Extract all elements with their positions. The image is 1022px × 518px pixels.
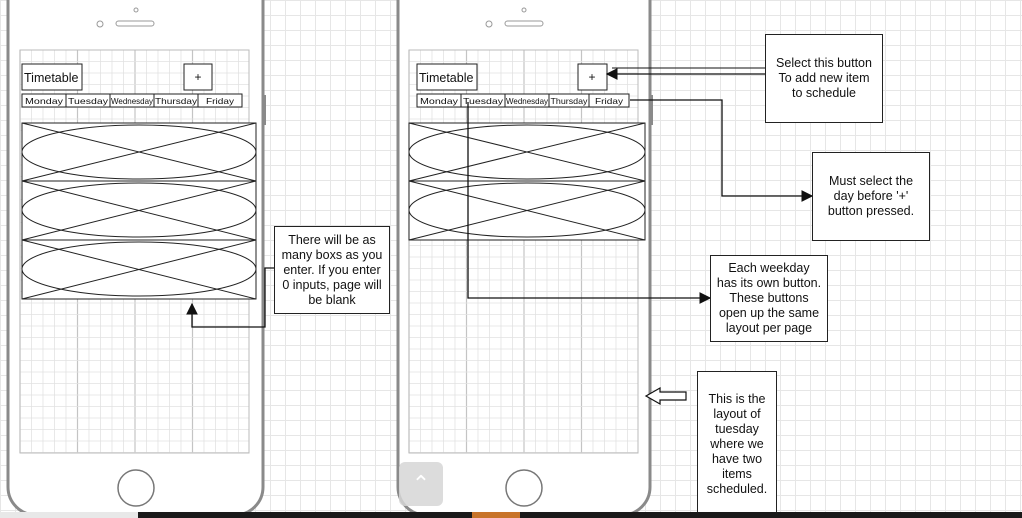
phone-1-schedule-item-2[interactable] (21, 180, 257, 241)
phone-1-camera (96, 20, 104, 28)
phone-2-side-button (649, 95, 653, 125)
connector-day-tabs (630, 99, 814, 202)
note-line: be blank (308, 292, 356, 307)
note-line: 0 inputs, page will (282, 277, 382, 292)
phone-2-screen-grid (408, 49, 638, 453)
note-select-day: Must select the day before '+' button pr… (812, 152, 930, 241)
scroll-up-button[interactable]: ⌃ (399, 462, 443, 506)
phone-1-add-button[interactable] (183, 63, 213, 91)
phone-1: Timetable + Monday Tuesday Wednesday Thu… (6, 0, 266, 517)
note-line: enter. If you enter (283, 262, 381, 277)
phone-2-tab-friday[interactable] (588, 93, 630, 108)
note-line: to schedule (792, 86, 856, 100)
phone-1-schedule-item-3[interactable] (21, 239, 257, 300)
connector-tuesday-tab (467, 102, 712, 304)
taskbar (0, 512, 1022, 518)
taskbar-segment (472, 512, 520, 518)
note-line: Each weekday (728, 261, 810, 275)
phone-1-tab-label: Friday (206, 96, 235, 106)
chevron-up-icon: ⌃ (411, 471, 431, 497)
phone-2-tab-label: Tuesday (463, 96, 504, 106)
phone-1-schedule-item-1[interactable] (21, 122, 257, 182)
note-line: There will be as (288, 232, 376, 247)
connector-boxes-note (186, 267, 275, 328)
phone-2-speaker (504, 20, 544, 27)
note-tuesday-layout: This is the layout of tuesday where we h… (697, 371, 777, 516)
phone-2-tab-label: Thursday (551, 96, 589, 106)
note-weekday-buttons: Each weekday has its own button. These b… (710, 255, 828, 342)
phone-1-header-title: Timetable (24, 71, 78, 85)
phone-1-camera-dot (133, 7, 139, 13)
phone-2-camera-dot (521, 7, 527, 13)
phone-2-tab-label: Friday (595, 96, 624, 106)
taskbar-segment (0, 512, 138, 518)
note-select-button: Select this button To add new item to sc… (765, 34, 883, 123)
note-line: This is the (708, 391, 766, 406)
phone-2-screen (408, 49, 639, 454)
note-line: To add new item (778, 71, 870, 85)
note-line: button pressed. (827, 204, 915, 218)
note-line: tuesday (715, 421, 759, 436)
hollow-arrow-icon (644, 386, 687, 406)
phone-2-camera (485, 20, 493, 28)
phone-1-add-label: + (194, 70, 201, 84)
note-line: open up the same (718, 306, 820, 320)
note-line: items (722, 466, 752, 481)
note-line: where we (710, 436, 764, 451)
phone-1-speaker (115, 20, 155, 27)
phone-2-schedule-item-1[interactable] (408, 122, 646, 182)
note-line: many boxs as you (281, 247, 383, 262)
phone-2: Timetable + Monday Tuesday Wednesday Thu… (396, 0, 653, 517)
phone-2-header-title: Timetable (419, 71, 473, 85)
phone-1-tab-label: Wednesday (111, 96, 154, 106)
note-line: has its own button. (716, 276, 822, 290)
note-line: Select this button (776, 56, 872, 70)
note-line: have two (711, 451, 763, 466)
phone-2-home-button (505, 469, 543, 507)
note-line: Must select the (828, 174, 914, 188)
note-line: layout per page (725, 321, 813, 335)
phone-1-tab-label: Tuesday (68, 96, 109, 106)
phone-1-tab-friday[interactable] (197, 93, 243, 108)
note-boxes: There will be as many boxs as you enter.… (274, 226, 390, 314)
note-line: These buttons (729, 291, 809, 305)
phone-2-tab-label: Monday (420, 96, 459, 106)
phone-1-tab-label: Monday (25, 96, 64, 106)
phone-2-tab-label: Wednesday (506, 96, 549, 106)
phone-1-home-button (117, 469, 155, 507)
phone-2-header-box (416, 63, 478, 91)
note-line: layout of (713, 406, 761, 421)
phone-2-schedule-item-2[interactable] (408, 180, 646, 241)
note-line: day before '+' (833, 189, 909, 203)
phone-1-tab-label: Thursday (155, 96, 198, 106)
note-line: scheduled. (706, 481, 768, 496)
phone-1-day-tabs: Monday Tuesday Wednesday Thursday Friday (21, 93, 243, 108)
phone-2-add-label: + (588, 70, 595, 84)
phone-1-side-button (262, 95, 266, 125)
phone-1-header-box (21, 63, 83, 91)
phone-2-day-tabs: Monday Tuesday Wednesday Thursday Friday (416, 93, 630, 108)
